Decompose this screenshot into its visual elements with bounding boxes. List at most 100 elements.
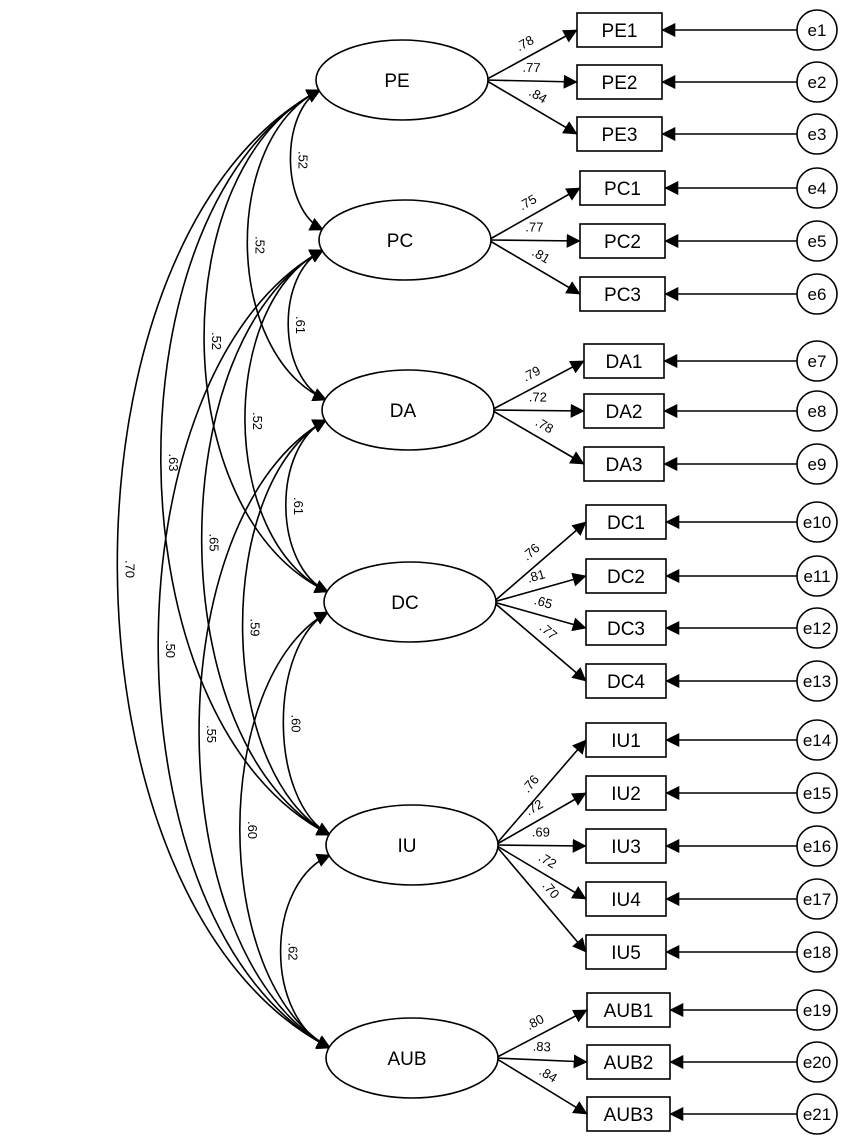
error-label: e18 [803,943,831,962]
error-circle [796,61,838,103]
correlation-label: .62 [286,942,301,960]
correlation-label: .65 [207,533,222,551]
correlation-arc [200,249,331,836]
correlation-arc [241,419,331,836]
latent-label: AUB [387,1049,426,1070]
error-label: e9 [808,455,827,474]
loading-arrow [494,844,587,953]
error-circle [796,825,838,867]
indicator-box [585,881,667,917]
latent-label: PC [387,231,413,252]
indicator-box [576,12,663,48]
error-label: e3 [808,125,827,144]
indicator-label: IU5 [611,943,641,964]
indicator-box [585,558,667,594]
loading-arrow [485,79,578,135]
loading-arrow [488,239,581,295]
error-circle [796,719,838,761]
error-label: e5 [808,232,827,251]
indicator-box [585,610,667,646]
error-circle [796,501,838,543]
loading-arrow [492,521,587,603]
latent-ellipse-iu [325,804,499,886]
correlation-arc [239,611,331,1049]
error-circle [796,1041,838,1083]
loading-arrow [491,409,585,465]
loading-arrow [495,1009,588,1059]
indicator-box [585,828,667,864]
error-label: e8 [808,402,827,421]
correlation-label: .55 [204,725,219,743]
indicator-label: DC3 [607,619,645,640]
correlation-arc [116,89,331,1049]
loading-arrow [488,233,581,248]
indicator-box [579,223,666,259]
indicator-label: DA3 [606,455,643,476]
loading-arrow [485,74,578,89]
error-circle [796,660,838,702]
indicator-box [579,276,666,312]
loading-label: .83 [532,1039,551,1055]
correlation-label: .63 [166,453,181,471]
indicator-label: PC1 [604,179,641,200]
latent-label: DA [390,401,417,422]
indicator-label: AUB1 [604,1001,654,1022]
loading-arrow [494,739,587,846]
error-label: e14 [803,731,831,750]
indicator-box [583,343,665,379]
loading-arrow [493,572,587,603]
latent-label: PE [384,71,409,92]
indicator-label: PC2 [604,232,641,253]
indicator-box [585,663,667,699]
loading-layer: .78.77.84.75.77.81.79.72.78.76.81.65.77.… [485,23,797,1121]
error-label: e2 [808,73,827,92]
loading-arrow [495,838,587,853]
error-label: e4 [808,179,827,198]
error-label: e13 [803,672,831,691]
loading-label: .78 [533,414,556,436]
loading-label: .79 [520,363,543,385]
correlation-arc [282,611,331,836]
error-label: e15 [803,784,831,803]
indicator-label: DC4 [607,672,645,693]
error-circle [796,113,838,155]
error-label: e19 [803,1001,831,1020]
error-label: e10 [803,513,831,532]
indicator-box [585,934,667,970]
indicator-box [583,393,665,429]
error-circle [796,989,838,1031]
latent-ellipse-da [321,369,495,451]
correlation-arc [279,853,331,1050]
error-label: e12 [803,619,831,638]
error-label: e7 [808,352,827,371]
indicator-box [586,992,671,1028]
correlation-arc [198,419,331,1049]
error-circle [796,443,838,485]
loading-label: .78 [513,32,536,54]
latent-ellipse-pe [315,39,489,121]
error-label: e11 [803,567,830,586]
indicator-label: DA2 [606,402,643,423]
indicator-box [585,775,667,811]
loading-arrow [485,29,578,81]
correlation-label: .52 [252,236,267,254]
correlation-label: .60 [245,821,260,839]
error-circle [796,9,838,51]
error-circle [796,390,838,432]
error-circle [796,1093,838,1135]
loading-arrow [491,360,585,411]
indicator-box [576,116,663,152]
loading-arrow [491,403,585,418]
correlation-layer: .52.52.52.63.70.61.52.65.50.61.59.55.60.… [116,89,331,1050]
error-circle [796,273,838,315]
indicator-label: IU2 [611,784,641,805]
indicator-label: DC2 [607,567,645,588]
correlation-arc [285,419,329,593]
indicator-box [585,722,667,758]
indicator-label: AUB2 [604,1053,654,1074]
indicator-label: DC1 [607,513,645,534]
correlation-label: .52 [295,151,310,169]
correlation-label: .61 [291,497,306,515]
